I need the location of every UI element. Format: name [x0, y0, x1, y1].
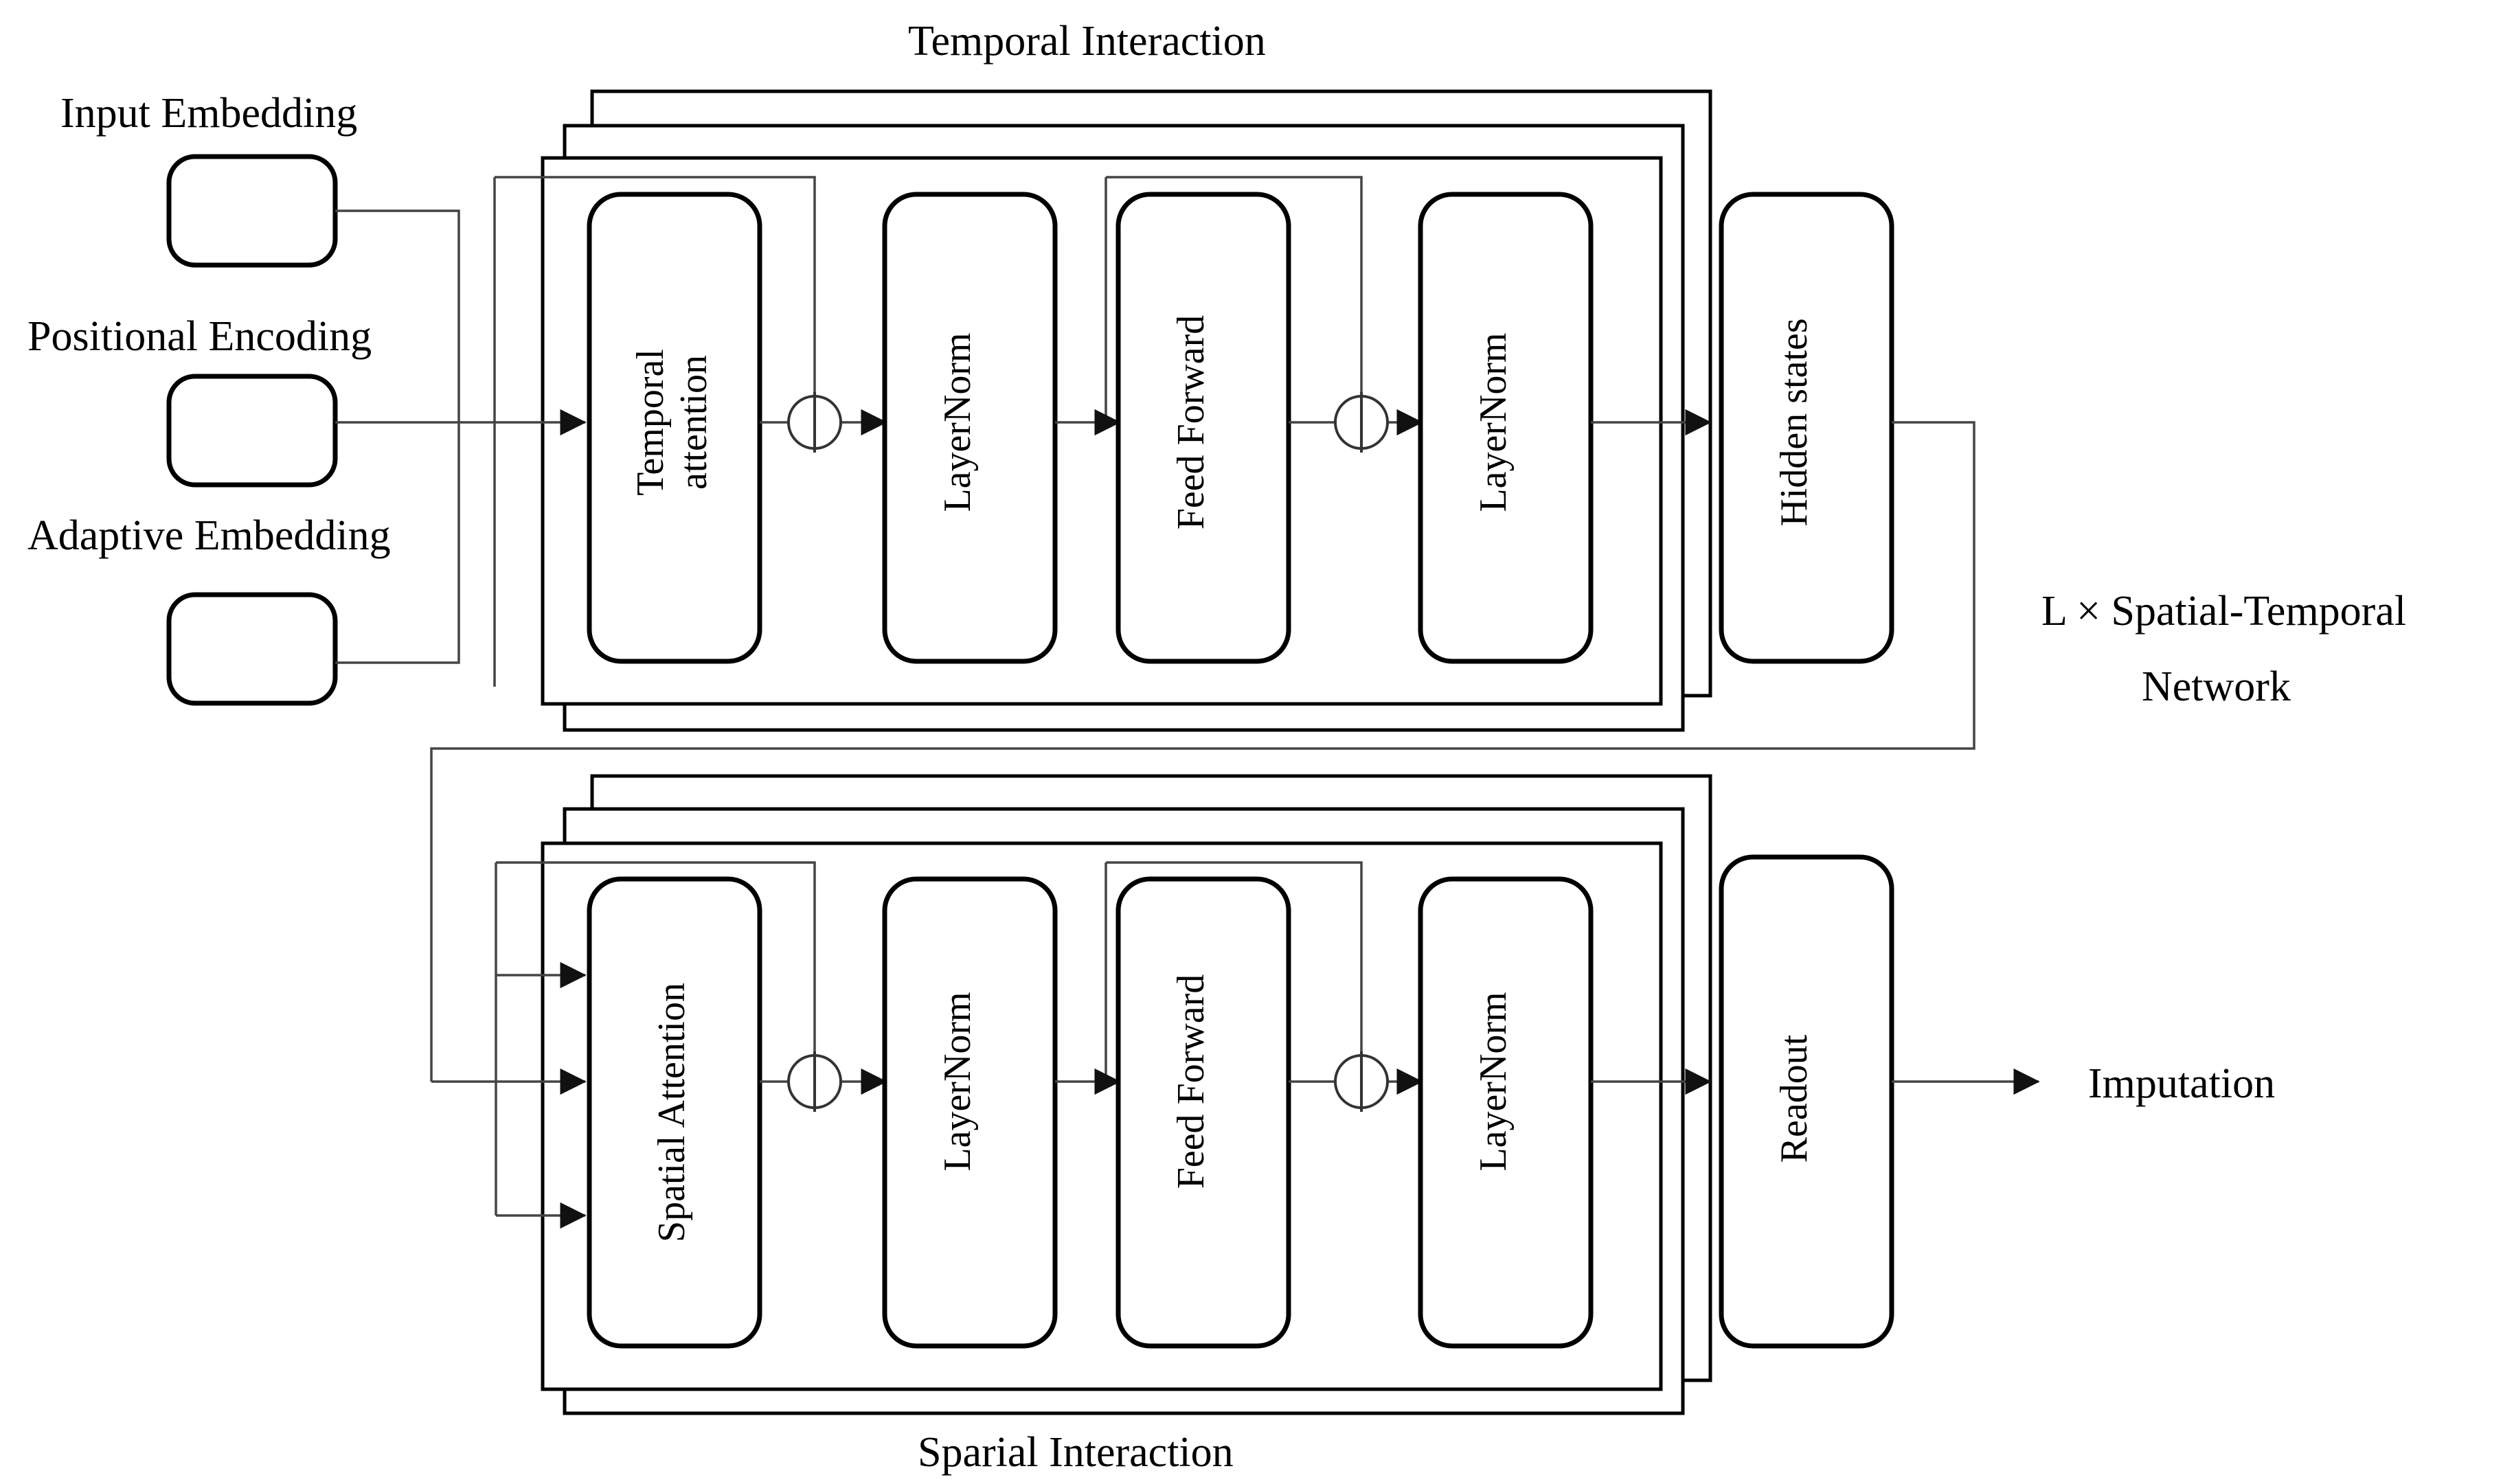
spatial-residual-1	[496, 861, 816, 1082]
node-temporal-layernorm-2-label: LayerNorm	[1472, 332, 1515, 512]
node-spatial-layernorm-1-label: LayerNorm	[936, 992, 979, 1171]
node-temporal-feedforward[interactable]	[1115, 192, 1291, 664]
node-spatial-attention[interactable]	[587, 876, 762, 1349]
node-spatial-layernorm-1[interactable]	[882, 876, 1058, 1349]
imputation-label: Imputation	[2088, 1060, 2275, 1107]
adaptive-embedding-label: Adaptive Embedding	[27, 512, 391, 559]
node-temporal-feedforward-label: Feed Forward	[1170, 315, 1212, 530]
node-temporal-layernorm-1[interactable]	[882, 192, 1058, 664]
node-spatial-layernorm-2[interactable]	[1418, 876, 1594, 1349]
node-spatial-layernorm-2-label: LayerNorm	[1472, 992, 1515, 1171]
wire-adaptive-embedding	[335, 422, 460, 664]
positional-encoding-label: Positional Encoding	[27, 313, 372, 360]
node-readout-label: Readout	[1773, 1034, 1815, 1163]
node-hidden-states-label: Hidden states	[1773, 318, 1815, 526]
sparial-interaction-title: Sparial Interaction	[918, 1429, 1234, 1476]
input-embedding-label: Input Embedding	[60, 90, 357, 137]
temporal-residual-1	[495, 176, 816, 422]
node-spatial-feedforward-label: Feed Forward	[1170, 974, 1212, 1189]
temporal-residual-2	[1106, 176, 1363, 422]
temporal-interaction-title: Temporal Interaction	[908, 18, 1266, 65]
node-hidden-states[interactable]	[1719, 192, 1894, 664]
network-label-line1: L × Spatial-Temporal	[2041, 588, 2406, 635]
spatial-residual-2	[1106, 861, 1363, 1082]
adaptive-embedding-box[interactable]	[166, 592, 338, 706]
node-temporal-attention-label-2: attention	[672, 355, 715, 490]
network-label-line2: Network	[2142, 663, 2291, 710]
node-spatial-attention-label: Spatial Attention	[650, 983, 693, 1242]
node-temporal-layernorm-2[interactable]	[1418, 192, 1594, 664]
wire-input-embedding	[335, 209, 460, 422]
input-embedding-box[interactable]	[166, 154, 338, 268]
node-temporal-attention-label-1: Temporal	[629, 349, 672, 496]
node-spatial-feedforward[interactable]	[1115, 876, 1291, 1349]
node-readout[interactable]	[1719, 854, 1894, 1349]
node-temporal-attention[interactable]	[587, 192, 762, 664]
node-temporal-layernorm-1-label: LayerNorm	[936, 332, 979, 512]
wire-hidden-to-spatial	[430, 421, 1975, 1082]
positional-encoding-box[interactable]	[166, 374, 338, 488]
